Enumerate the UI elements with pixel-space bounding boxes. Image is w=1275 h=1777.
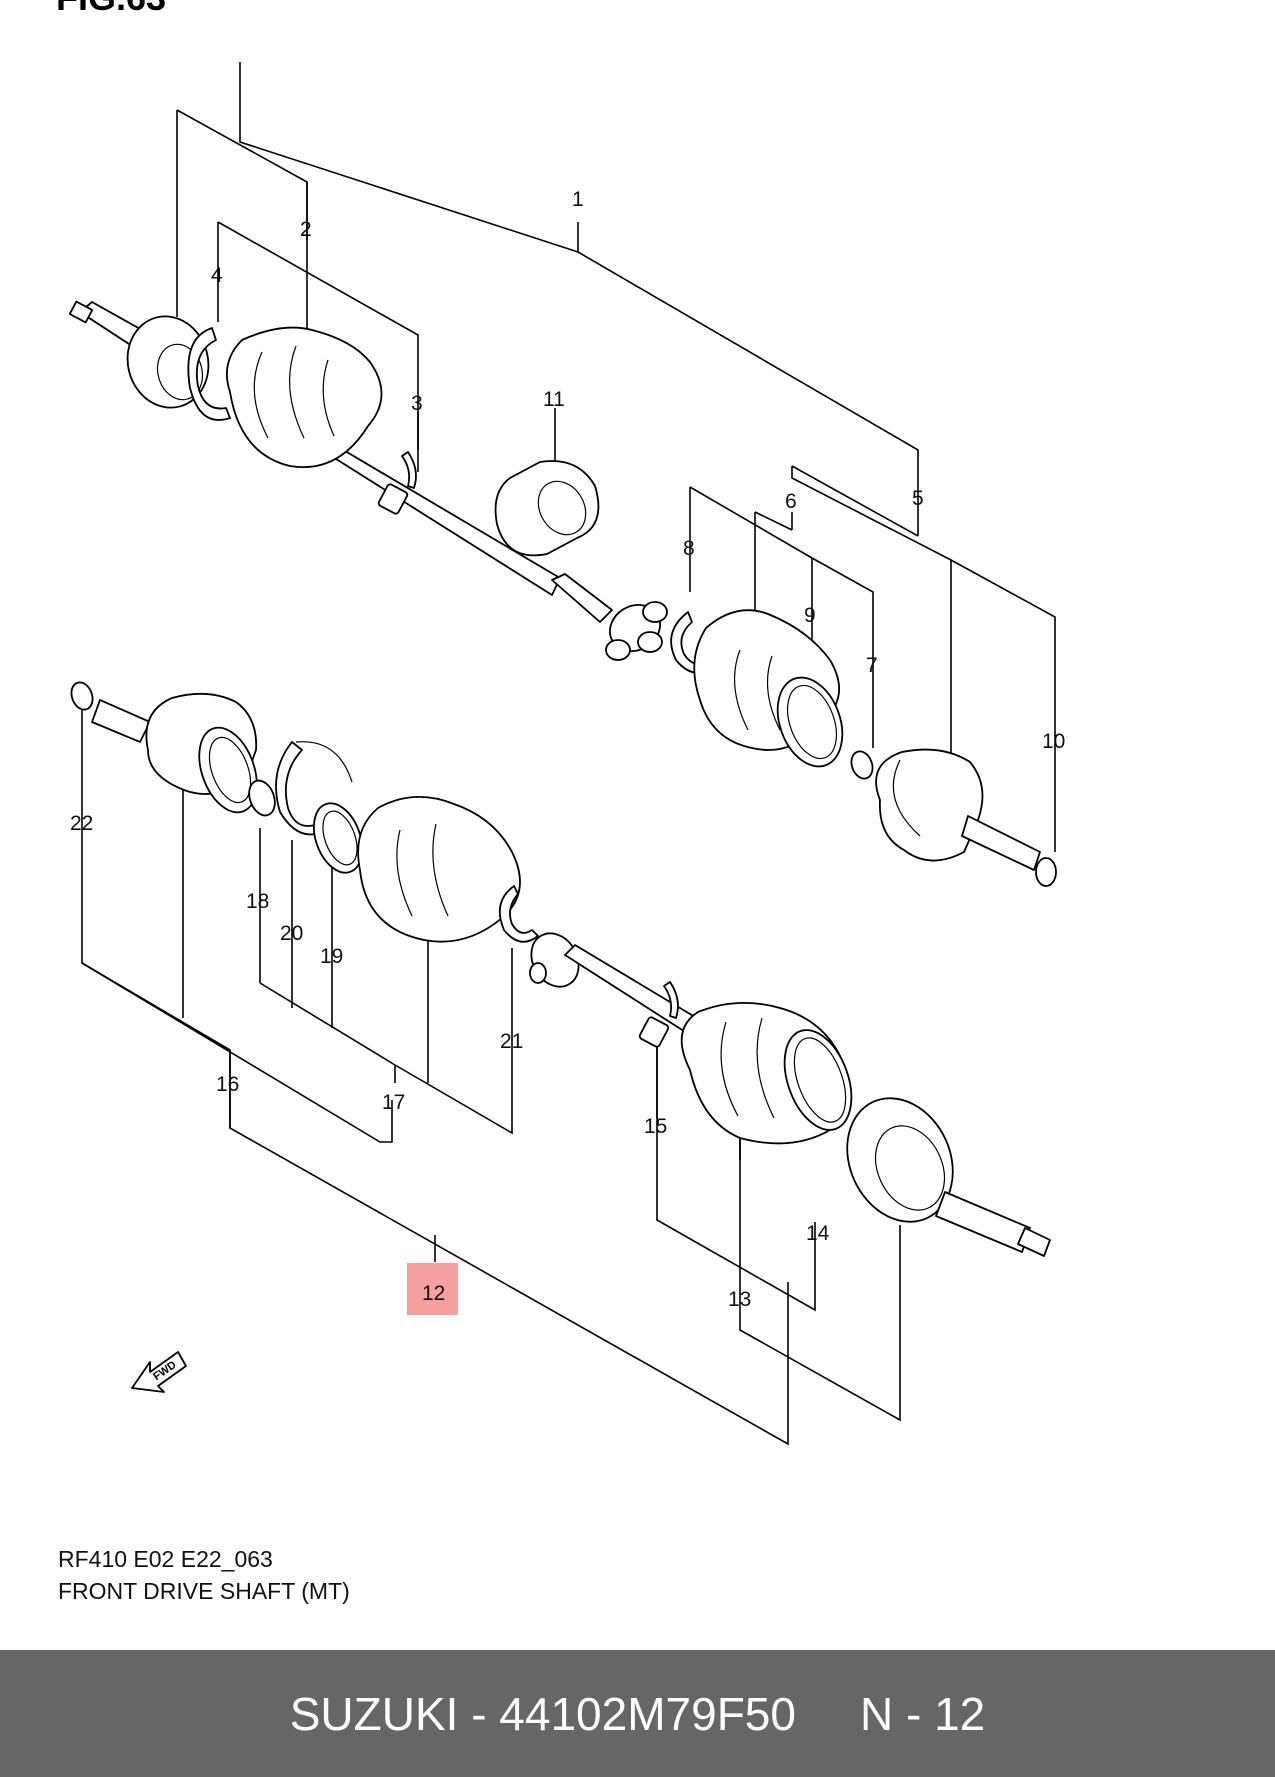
callout-14: 14 <box>806 1222 830 1245</box>
callout-15: 15 <box>644 1115 667 1138</box>
callout-16: 16 <box>216 1073 239 1096</box>
callout-8: 8 <box>683 537 695 560</box>
lower-drive-shaft <box>70 681 1051 1257</box>
fwd-arrow-icon: FWD <box>131 1351 187 1393</box>
callout-11: 11 <box>543 388 565 411</box>
callout-7: 7 <box>866 654 878 677</box>
callout-20: 20 <box>280 922 303 945</box>
leader-lines-upper <box>176 62 1056 852</box>
callout-19: 19 <box>320 945 343 968</box>
callout-22: 22 <box>70 812 93 835</box>
callout-3: 3 <box>411 392 423 415</box>
callout-5: 5 <box>912 487 924 510</box>
part-info-footer: SUZUKI - 44102M79F50 N - 12 <box>0 1650 1275 1777</box>
callout-17: 17 <box>382 1091 405 1114</box>
callout-4: 4 <box>211 264 223 287</box>
callout-12: 12 <box>422 1282 445 1305</box>
callout-9: 9 <box>804 604 816 627</box>
upper-drive-shaft <box>68 300 1057 887</box>
callout-13: 13 <box>728 1288 751 1311</box>
exploded-parts-diagram: FIG.63 <box>56 0 1065 1446</box>
callouts: 1 2 3 4 5 6 7 8 9 10 11 12 13 14 15 16 1… <box>70 188 1065 1311</box>
figure-description: FRONT DRIVE SHAFT (MT) <box>58 1578 350 1604</box>
leader-lines-lower <box>81 710 901 1446</box>
callout-1: 1 <box>572 188 584 211</box>
brand-part-number: SUZUKI - 44102M79F50 <box>289 1687 796 1740</box>
callout-10: 10 <box>1042 730 1065 753</box>
figure-title: FIG.63 <box>56 0 166 18</box>
figure-code: RF410 E02 E22_063 <box>58 1546 273 1572</box>
callout-21: 21 <box>500 1030 523 1053</box>
callout-18: 18 <box>246 890 269 913</box>
highlight-box <box>407 1263 458 1315</box>
callout-2: 2 <box>300 218 312 241</box>
callout-6: 6 <box>785 490 797 513</box>
quantity-label: N - 12 <box>859 1687 986 1740</box>
